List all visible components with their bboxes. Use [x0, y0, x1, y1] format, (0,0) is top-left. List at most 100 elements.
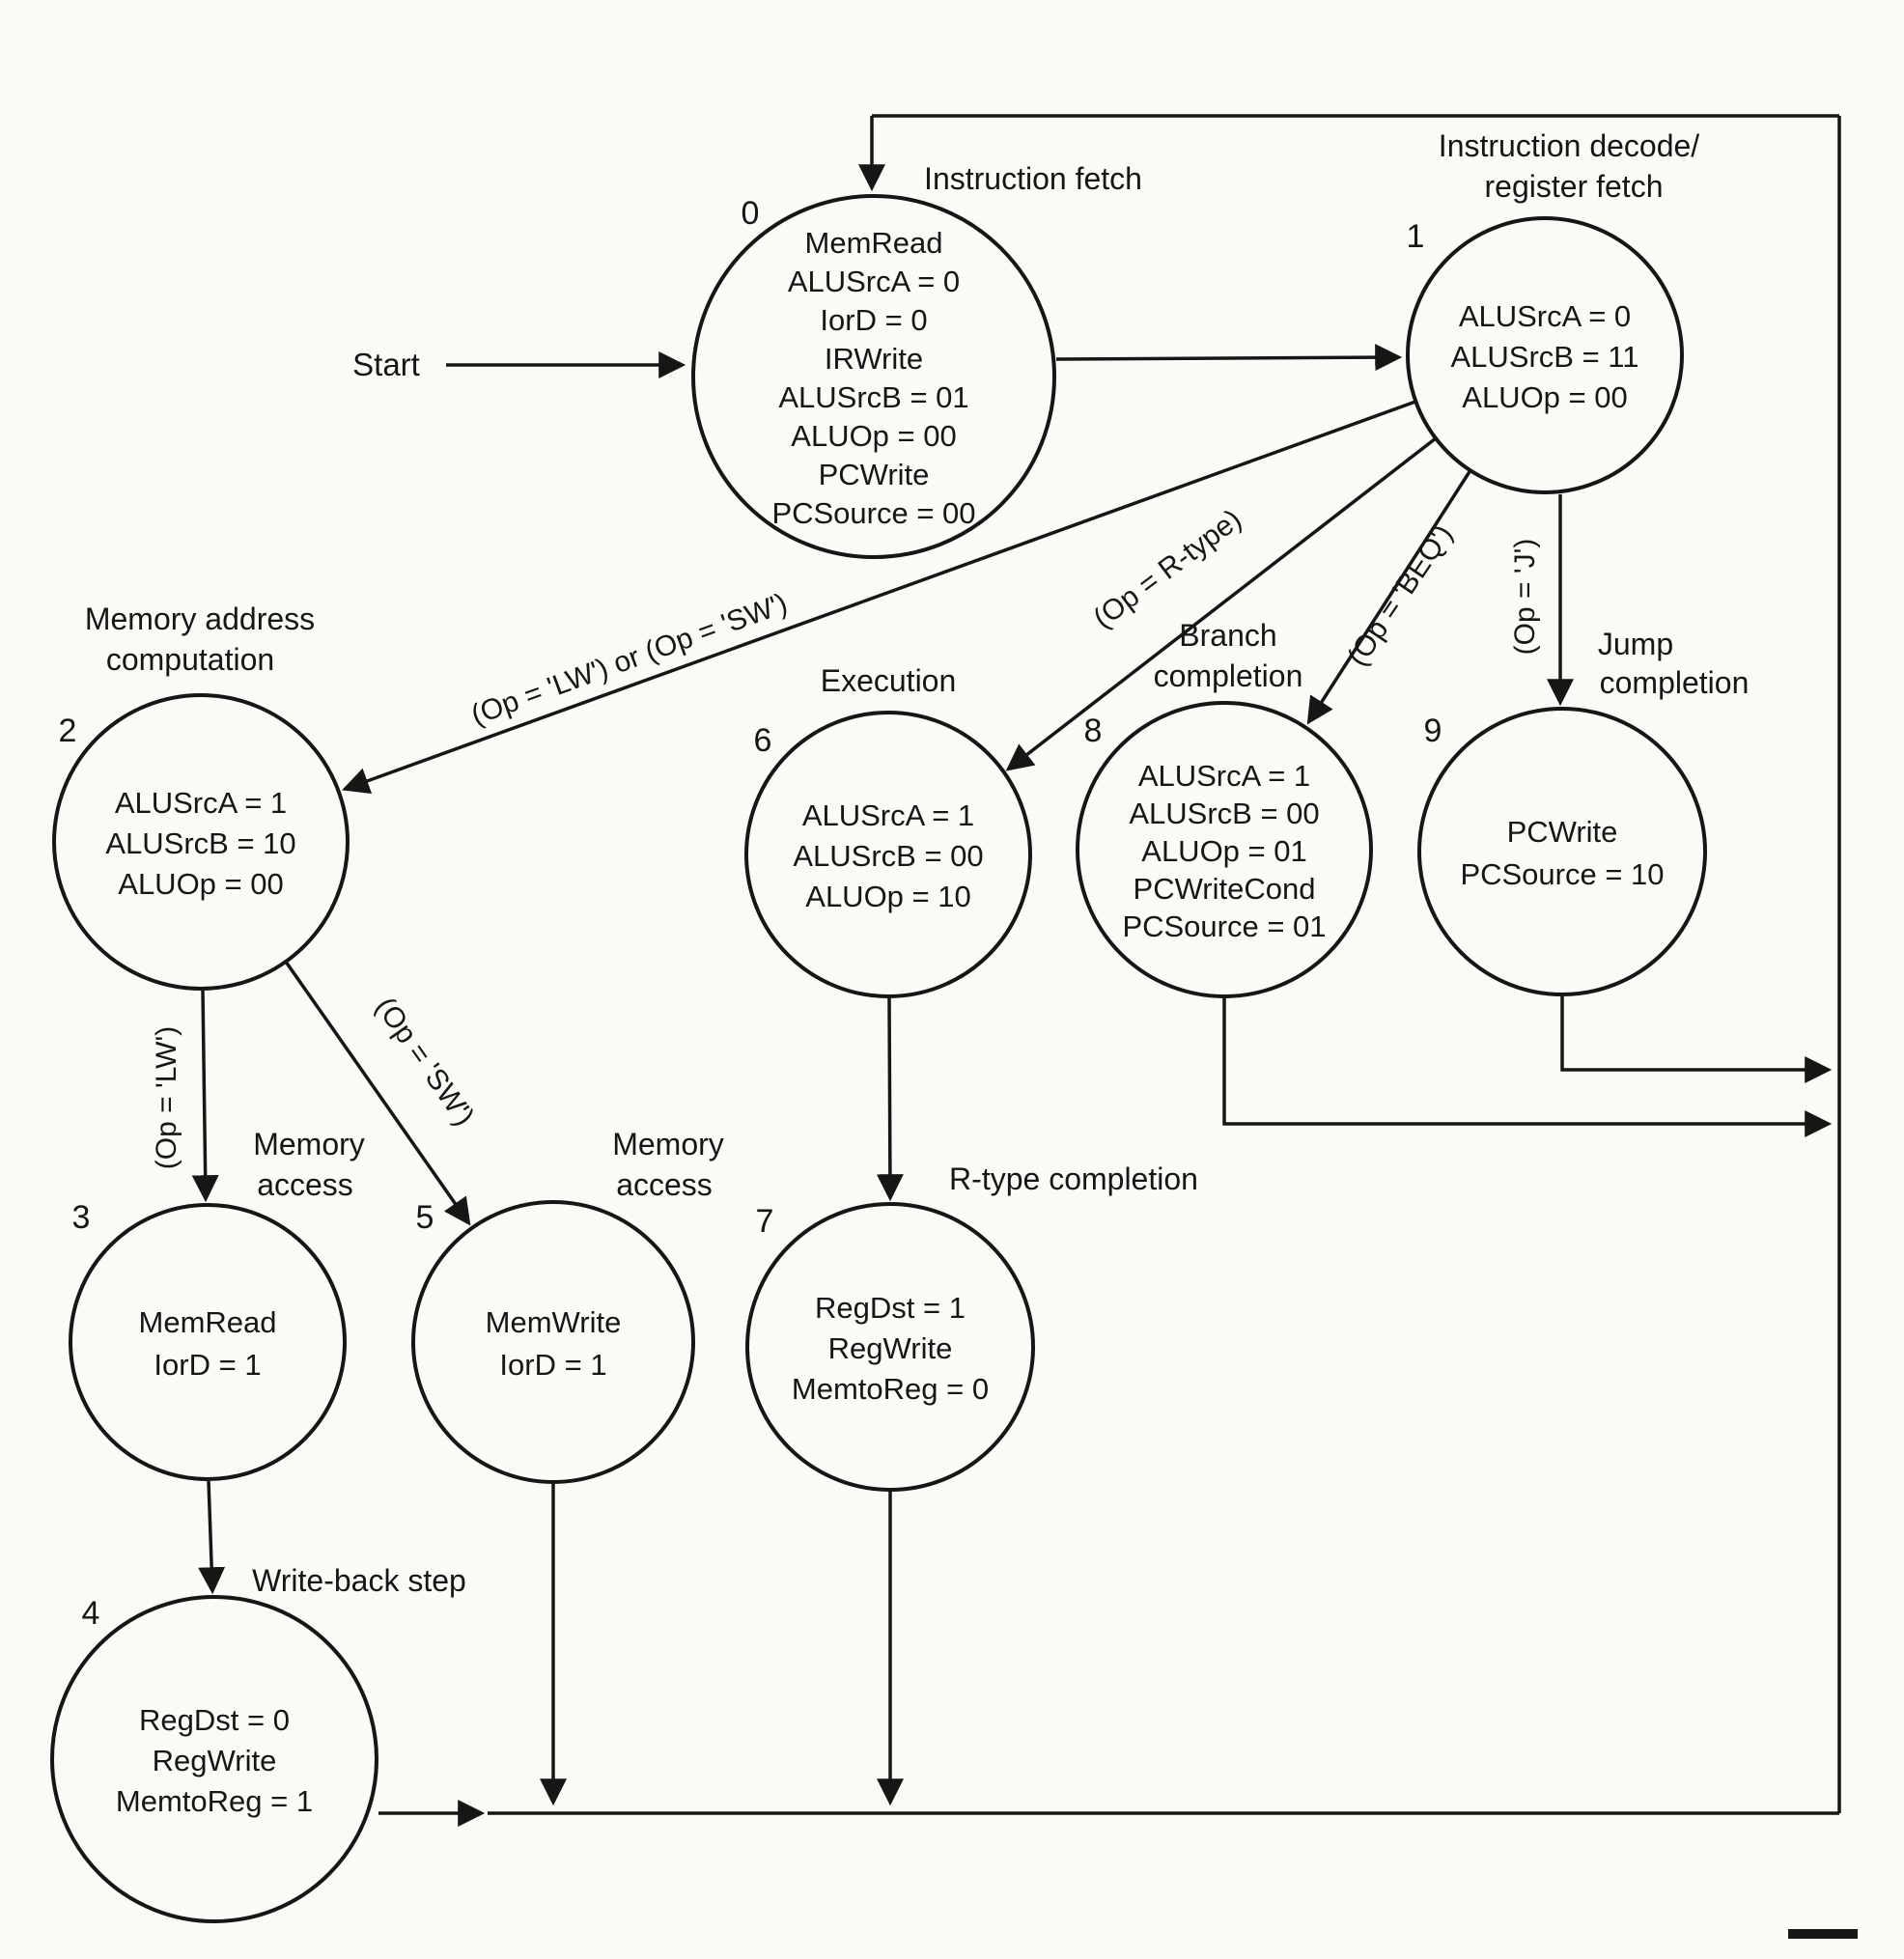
state-0-signal-line: IRWrite: [825, 342, 923, 376]
state-8-circle: [1076, 701, 1373, 998]
state-1-signal-line: ALUSrcB = 11: [1451, 340, 1639, 374]
state-8: 8 Branch completion ALUSrcA = 1 ALUSrcB …: [1076, 618, 1373, 998]
edges: [191, 114, 1841, 1827]
edge-9-to-return: [1560, 996, 1833, 1083]
state-4-signal-line: RegDst = 0: [139, 1703, 290, 1737]
state-5-circle: [411, 1200, 695, 1484]
state-2-signal-line: ALUSrcA = 1: [115, 786, 287, 820]
state-5: 5 Memory access MemWrite IorD = 1: [411, 1127, 724, 1484]
state-1-circle: [1406, 216, 1684, 494]
state-7-signal-line: RegWrite: [828, 1331, 953, 1365]
state-2-signal-line: ALUOp = 00: [118, 867, 283, 901]
state-7: 7 R-type completion RegDst = 1 RegWrite …: [745, 1161, 1198, 1492]
edge-6-to-7: [876, 997, 904, 1202]
edge-0-to-1: [1055, 344, 1403, 372]
edge-label-beq: (Op = 'BEQ'): [1341, 518, 1459, 672]
edge-8-to-return: [1222, 998, 1833, 1137]
state-4-number: 4: [82, 1595, 100, 1632]
state-1-signal-line: ALUSrcA = 0: [1459, 299, 1631, 333]
edge-1-to-6: [1005, 436, 1438, 771]
state-1-number: 1: [1407, 218, 1425, 255]
edge-label-sw: (Op = 'SW'): [369, 992, 480, 1132]
edge-3-to-4: [198, 1480, 226, 1595]
state-7-number: 7: [756, 1203, 774, 1240]
state-8-signal-line: PCSource = 01: [1122, 910, 1326, 943]
state-4-signal-line: MemtoReg = 1: [116, 1784, 313, 1818]
state-0-number: 0: [742, 195, 760, 232]
state-5-caption: access: [616, 1167, 713, 1202]
state-3: 3 Memory access MemRead IorD = 1: [69, 1127, 365, 1481]
state-8-signal-line: ALUOp = 01: [1141, 834, 1306, 868]
state-2-circle: [52, 693, 350, 991]
state-0-signal-line: IorD = 0: [820, 303, 927, 337]
edge-label-rtype: (Op = R-type): [1087, 503, 1247, 634]
state-0-signal-line: ALUSrcB = 01: [778, 380, 968, 414]
state-1-caption: register fetch: [1485, 169, 1664, 204]
edge-1-to-2: [342, 400, 1416, 795]
state-0-signal-line: MemRead: [805, 226, 943, 260]
state-9: 9 Jump completion PCWrite PCSource = 10: [1417, 627, 1750, 996]
state-9-caption: completion: [1600, 665, 1750, 700]
edge-label-lw: (Op = 'LW'): [151, 1026, 182, 1169]
state-7-signal-line: RegDst = 1: [815, 1291, 966, 1325]
state-9-circle: [1417, 707, 1707, 996]
state-6: 6 Execution ALUSrcA = 1 ALUSrcB = 00 ALU…: [744, 663, 1032, 998]
state-6-signal-line: ALUOp = 10: [805, 880, 970, 913]
state-3-caption: access: [257, 1167, 353, 1202]
edge-1-to-8: [1306, 469, 1472, 725]
state-2-number: 2: [59, 713, 77, 749]
state-6-signal-line: ALUSrcA = 1: [802, 798, 974, 832]
state-0-caption: Instruction fetch: [924, 161, 1142, 196]
edge-2-to-3: [191, 990, 219, 1203]
state-2-signal-line: ALUSrcB = 10: [105, 826, 295, 860]
state-5-number: 5: [416, 1199, 434, 1236]
state-0-signal-line: ALUOp = 00: [791, 419, 956, 453]
state-0-signal-line: PCWrite: [819, 458, 930, 491]
state-8-signal-line: PCWriteCond: [1134, 872, 1316, 906]
edge-label-jump: (Op = 'J'): [1509, 539, 1541, 656]
state-6-number: 6: [754, 722, 772, 759]
state-6-circle: [744, 711, 1032, 998]
state-8-caption: completion: [1154, 658, 1303, 693]
state-9-signal-line: PCWrite: [1507, 815, 1618, 849]
state-1-signal-line: ALUOp = 00: [1462, 380, 1627, 414]
state-9-signal-line: PCSource = 10: [1460, 857, 1664, 891]
state-8-signal-line: ALUSrcA = 1: [1138, 759, 1310, 793]
state-5-signal-line: IorD = 1: [499, 1348, 606, 1382]
state-0: 0 Instruction fetch MemRead ALUSrcA = 0 …: [691, 161, 1142, 559]
state-3-circle: [69, 1203, 347, 1481]
state-3-signal-line: IorD = 1: [154, 1348, 261, 1382]
scan-artifact-mark: [1788, 1929, 1858, 1939]
state-2: 2 Memory address computation ALUSrcA = 1…: [52, 602, 350, 991]
state-5-signal-line: MemWrite: [486, 1305, 622, 1339]
state-0-signal-line: ALUSrcA = 0: [788, 265, 960, 298]
state-4: 4 Write-back step RegDst = 0 RegWrite Me…: [50, 1563, 466, 1923]
state-9-number: 9: [1424, 713, 1442, 749]
state-6-caption: Execution: [821, 663, 957, 698]
state-5-caption: Memory: [612, 1127, 724, 1161]
state-1: 1 Instruction decode/ register fetch ALU…: [1406, 128, 1700, 494]
state-0-circle: [691, 194, 1056, 559]
state-7-signal-line: MemtoReg = 0: [792, 1372, 989, 1406]
state-7-circle: [745, 1202, 1035, 1492]
start-label: Start: [352, 347, 420, 382]
state-8-signal-line: ALUSrcB = 00: [1129, 797, 1319, 830]
state-2-caption: computation: [106, 642, 274, 677]
edge-2-to-5: [284, 960, 471, 1226]
state-4-caption: Write-back step: [252, 1563, 466, 1598]
state-0-signal-line: PCSource = 00: [771, 496, 975, 530]
state-8-number: 8: [1084, 713, 1103, 749]
state-3-number: 3: [72, 1199, 91, 1236]
state-7-caption: R-type completion: [949, 1161, 1198, 1196]
state-1-caption: Instruction decode/: [1439, 128, 1700, 163]
state-3-caption: Memory: [253, 1127, 365, 1161]
state-2-caption: Memory address: [85, 602, 315, 636]
state-6-signal-line: ALUSrcB = 00: [793, 839, 983, 873]
state-4-signal-line: RegWrite: [153, 1744, 277, 1777]
state-9-caption: Jump: [1598, 627, 1673, 661]
state-4-circle: [50, 1595, 378, 1923]
edge-label-lw-or-sw: (Op = 'LW') or (Op = 'SW'): [467, 587, 792, 731]
state-8-caption: Branch: [1179, 618, 1276, 653]
